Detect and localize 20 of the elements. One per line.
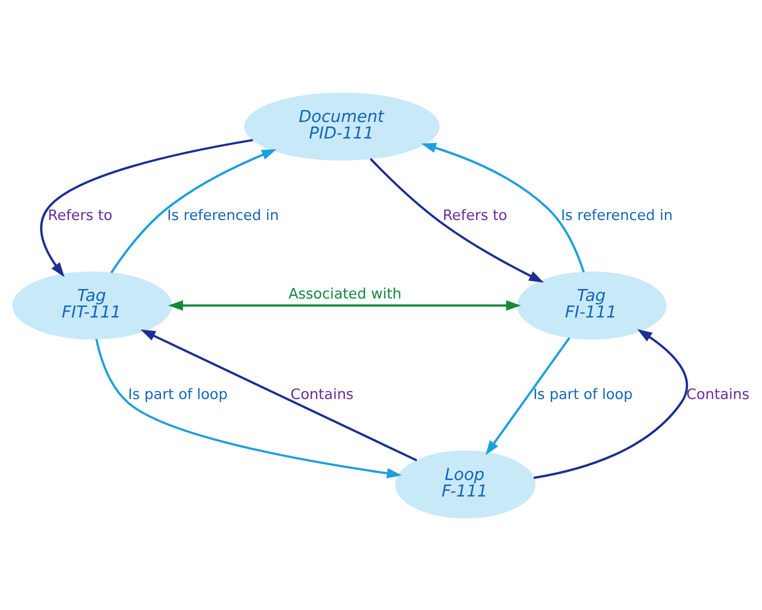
arrow	[168, 300, 521, 310]
edge-label: Is referenced in	[560, 207, 673, 224]
edge-label: Is part of loop	[533, 386, 633, 402]
edge-label: Contains	[290, 386, 354, 402]
arrow	[534, 328, 688, 478]
edge-label: Refers to	[442, 207, 508, 224]
edge-label: Is referenced in	[167, 207, 279, 224]
arrow	[140, 328, 418, 461]
edge-label: Associated with	[288, 286, 402, 302]
edge-label: Is part of loop	[128, 386, 228, 402]
node-ellipse: Tag FIT-111	[12, 271, 172, 339]
arrow	[110, 148, 277, 273]
edge-label: Refers to	[48, 207, 112, 224]
edge-label: Contains	[686, 386, 750, 402]
node-ellipse: Loop F-111	[395, 450, 536, 518]
arrow	[95, 338, 402, 478]
arrow	[421, 142, 585, 272]
arrow	[40, 138, 253, 277]
arrow	[485, 336, 570, 455]
arrow	[370, 158, 544, 282]
